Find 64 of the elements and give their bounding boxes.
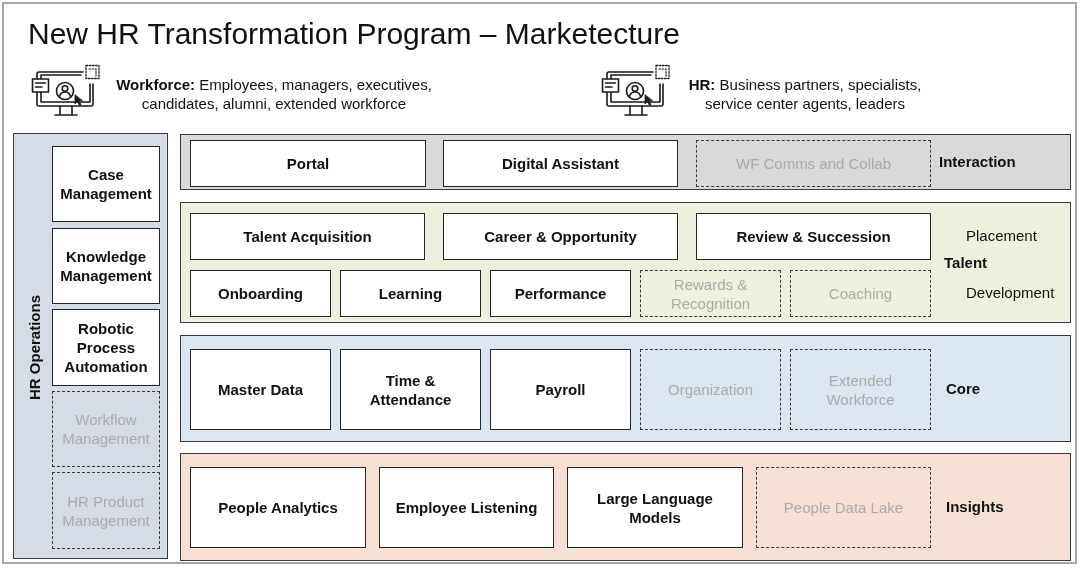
dashed-capability-box xyxy=(640,270,781,317)
capability-box xyxy=(52,146,160,222)
layer-band xyxy=(180,134,1071,190)
capability-label: Onboarding xyxy=(218,284,303,303)
audience-description: HR: Business partners, specialists, service center agents, leaders xyxy=(687,75,923,113)
capability-box xyxy=(190,349,331,430)
capability-box xyxy=(340,270,481,317)
layer-band xyxy=(180,335,1071,442)
capability-box xyxy=(379,467,554,548)
capability-box xyxy=(490,270,631,317)
capability-box xyxy=(190,213,425,260)
capability-label: Learning xyxy=(378,284,443,303)
capability-label: Case Management xyxy=(59,165,153,203)
capability-label: Knowledge Management xyxy=(59,247,153,285)
capability-label: HR Product Management xyxy=(61,491,151,530)
capability-label: Coaching xyxy=(828,284,893,303)
capability-label: Portal xyxy=(286,154,330,173)
capability-label: Organization xyxy=(667,380,754,399)
layer-label: HR Operations xyxy=(25,293,44,402)
layer-label: Development xyxy=(966,283,1055,302)
layer-band xyxy=(180,453,1071,561)
diagram-title: New HR Transformation Program – Marketecture xyxy=(28,16,680,52)
capability-label: Employee Listening xyxy=(395,498,538,517)
capability-box xyxy=(340,349,481,430)
capability-box xyxy=(190,140,426,187)
layer-label: Interaction xyxy=(939,152,1016,171)
capability-label: People Analytics xyxy=(218,498,338,517)
capability-label: Performance xyxy=(514,284,607,303)
capability-label: Talent Acquisition xyxy=(243,227,372,246)
layer-band xyxy=(180,202,1071,323)
layer-label: Talent xyxy=(944,253,988,272)
capability-label: Career & Opportunity xyxy=(484,227,637,246)
capability-label: Time & Attendance xyxy=(368,370,453,409)
capability-label: Workflow Management xyxy=(61,410,151,448)
side-panel xyxy=(13,133,168,559)
capability-box xyxy=(567,467,743,548)
capability-label: Digital Assistant xyxy=(502,154,619,173)
capability-box xyxy=(190,467,366,548)
dashed-capability-box xyxy=(756,467,931,548)
capability-label: Payroll xyxy=(535,380,586,399)
capability-label: Robotic Process Automation xyxy=(63,319,149,376)
dashed-capability-box xyxy=(790,349,931,430)
capability-box xyxy=(52,309,160,386)
capability-box xyxy=(696,213,931,260)
capability-box xyxy=(52,228,160,304)
layer-label: Placement xyxy=(966,226,1037,245)
dashed-capability-box xyxy=(696,140,931,187)
capability-box xyxy=(490,349,631,430)
layer-label: Core xyxy=(946,379,981,398)
capability-label: Review & Succession xyxy=(736,227,891,246)
capability-label: Rewards & Recognition xyxy=(669,274,752,313)
capability-box xyxy=(443,213,678,260)
layer-label: Insights xyxy=(946,497,1004,516)
dashed-capability-box xyxy=(52,391,160,467)
dashed-capability-box xyxy=(52,472,160,549)
capability-label: Master Data xyxy=(217,380,303,399)
dashed-capability-box xyxy=(640,349,781,430)
capability-label: Large Language Models xyxy=(596,488,714,527)
capability-box xyxy=(443,140,678,187)
capability-label: People Data Lake xyxy=(783,498,904,517)
audience-description: Workforce: Employees, managers, executives, candidates, alumni, extended workforce xyxy=(115,75,433,113)
capability-box xyxy=(190,270,331,317)
dashed-capability-box xyxy=(790,270,931,317)
capability-label: Extended Workforce xyxy=(825,370,896,409)
